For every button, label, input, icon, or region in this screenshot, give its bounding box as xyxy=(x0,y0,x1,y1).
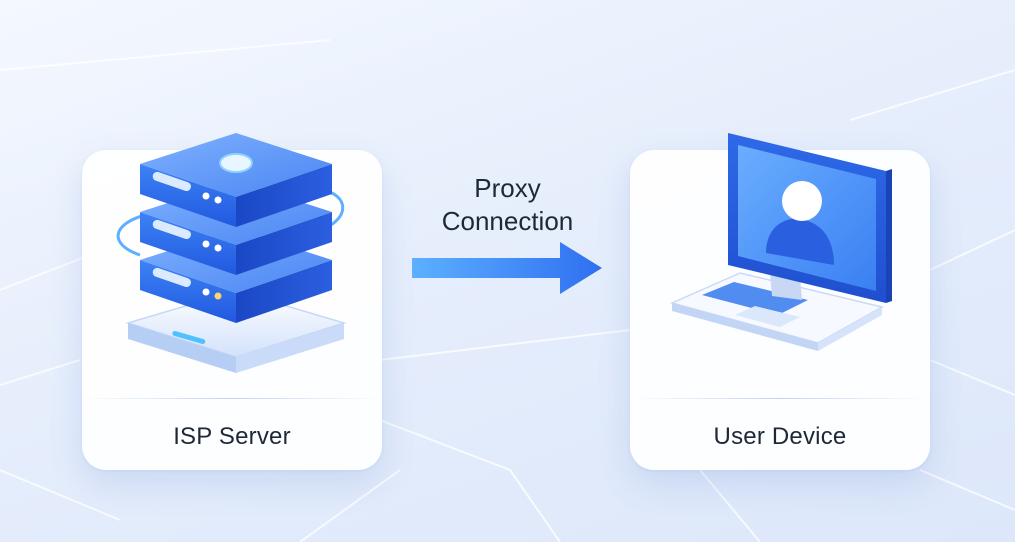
proxy-arrow-icon xyxy=(412,242,602,294)
isp-server-label: ISP Server xyxy=(173,423,291,450)
server-stack-icon xyxy=(116,133,347,373)
monitor-user-icon xyxy=(669,133,892,351)
user-device-label: User Device xyxy=(713,423,847,450)
edge-label-line-2: Connection xyxy=(441,206,574,236)
card-divider xyxy=(82,398,382,399)
edge-label-line-1: Proxy xyxy=(474,173,541,203)
proxy-connection-label: Proxy Connection xyxy=(400,172,615,238)
card-divider xyxy=(630,398,930,399)
